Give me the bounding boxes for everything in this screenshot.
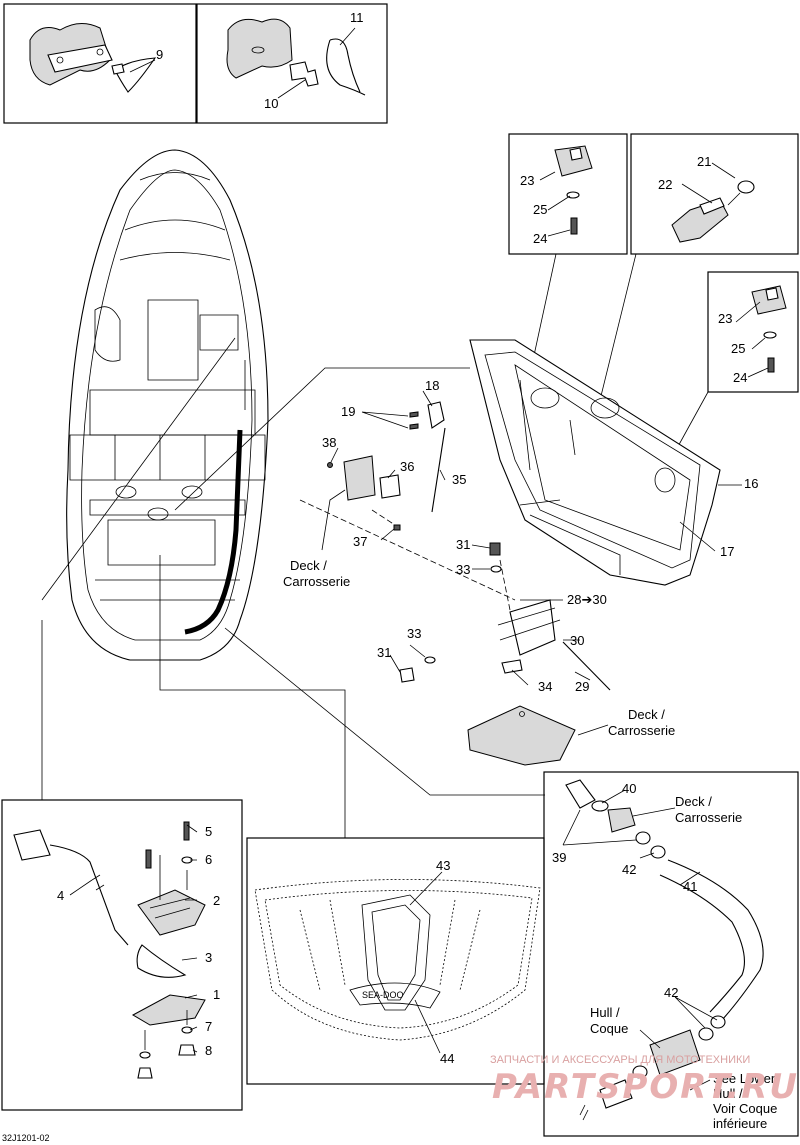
inset-box-clip — [3, 3, 197, 124]
callout-see-lower-line1: See Lower — [713, 1071, 776, 1086]
watermark-line1: ЗАПЧАСТИ И АКСЕССУАРЫ ДЛЯ МОТОТЕХНИКИ — [490, 1054, 750, 1066]
label-41: 41 — [683, 879, 697, 894]
label-23-a: 23 — [520, 173, 534, 188]
label-42-a: 42 — [622, 862, 636, 877]
label-9: 9 — [156, 47, 163, 62]
label-22: 22 — [658, 177, 672, 192]
label-34: 34 — [538, 679, 552, 694]
label-6: 6 — [205, 852, 212, 867]
inset-box-tie — [196, 3, 388, 124]
callout-deck-c-line2: Carrosserie — [675, 810, 742, 825]
part-labels: 9 11 10 23 25 24 21 22 23 25 24 16 17 18… — [57, 10, 758, 1066]
label-24-a: 24 — [533, 231, 547, 246]
callout-deck-b-line2: Carrosserie — [608, 723, 675, 738]
label-29: 29 — [575, 679, 589, 694]
label-1: 1 — [213, 987, 220, 1002]
inset-box-drain — [1, 799, 243, 1111]
label-leaders — [69, 27, 769, 1091]
callout-deck-a-line2: Carrosserie — [283, 574, 350, 589]
label-7: 7 — [205, 1019, 212, 1034]
label-10: 10 — [264, 96, 278, 111]
label-24-b: 24 — [733, 370, 747, 385]
watermark-line2: PARTSPORT.RU — [492, 1067, 799, 1107]
callout-see-lower-line3: Voir Coque — [713, 1101, 777, 1116]
callout-texts: Deck / Carrosserie Deck / Carrosserie De… — [2, 558, 777, 1143]
inset-box-front-panel — [246, 837, 545, 1085]
label-42-b: 42 — [664, 985, 678, 1000]
label-31-a: 31 — [456, 537, 470, 552]
label-25-b: 25 — [731, 341, 745, 356]
label-31-b: 31 — [377, 645, 391, 660]
label-23-b: 23 — [718, 311, 732, 326]
label-33-a: 33 — [456, 562, 470, 577]
latch-parts — [299, 401, 611, 766]
label-5: 5 — [205, 824, 212, 839]
label-11: 11 — [350, 10, 364, 25]
label-19: 19 — [341, 404, 355, 419]
label-33-b: 33 — [407, 626, 421, 641]
callout-see-lower-line4: inférieure — [713, 1116, 767, 1131]
label-36: 36 — [400, 459, 414, 474]
label-2: 2 — [213, 893, 220, 908]
label-4: 4 — [57, 888, 64, 903]
label-40: 40 — [622, 781, 636, 796]
label-3: 3 — [205, 950, 212, 965]
callout-see-lower-line2: Hull / — [713, 1086, 743, 1101]
label-17: 17 — [720, 544, 734, 559]
label-39: 39 — [552, 850, 566, 865]
brand-text: SEA-DOO — [362, 990, 404, 1000]
label-25-a: 25 — [533, 202, 547, 217]
callout-deck-a-line1: Deck / — [290, 558, 327, 573]
diagram-code: 32J1201-02 — [2, 1133, 50, 1143]
callout-deck-b-line1: Deck / — [628, 707, 665, 722]
label-43: 43 — [436, 858, 450, 873]
inset-box-stopper-a — [508, 133, 628, 255]
label-8: 8 — [205, 1043, 212, 1058]
watercraft-deck-top-view — [66, 149, 269, 661]
callout-hull-line1: Hull / — [590, 1005, 620, 1020]
label-18: 18 — [425, 378, 439, 393]
inset-box-vent-tube — [543, 771, 799, 1137]
callout-deck-c-line1: Deck / — [675, 794, 712, 809]
label-37: 37 — [353, 534, 367, 549]
inset-box-stopper-b — [707, 271, 799, 393]
label-16: 16 — [744, 476, 758, 491]
label-38: 38 — [322, 435, 336, 450]
callout-hull-line2: Coque — [590, 1021, 628, 1036]
leader-lines — [41, 253, 709, 838]
label-30: 30 — [570, 633, 584, 648]
inset-box-plug — [630, 133, 799, 255]
watermark: ЗАПЧАСТИ И АКСЕССУАРЫ ДЛЯ МОТОТЕХНИКИ PA… — [490, 1054, 799, 1107]
glove-box-bin — [469, 339, 721, 586]
label-35: 35 — [452, 472, 466, 487]
label-28-30: 28➔30 — [567, 592, 607, 607]
label-21: 21 — [697, 154, 711, 169]
label-44: 44 — [440, 1051, 454, 1066]
